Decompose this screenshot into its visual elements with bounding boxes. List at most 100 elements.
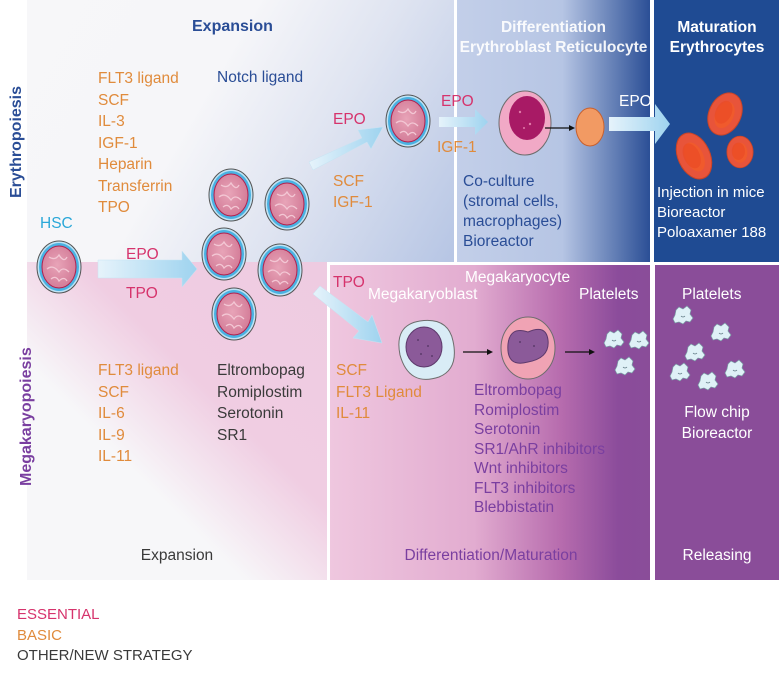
factor: IL-9 bbox=[98, 426, 125, 444]
maturation-heading: Maturation Erythrocytes bbox=[655, 18, 779, 58]
factor: FLT3 ligand bbox=[98, 362, 179, 379]
factor: SCF bbox=[333, 173, 364, 190]
mega-expansion-panel bbox=[27, 262, 327, 580]
mat-arrow-label-epo: EPO bbox=[619, 93, 652, 110]
differentiation-heading: Differentiation Erythroblast Reticulocyt… bbox=[455, 18, 652, 58]
mk-expansion-other-factors: Eltrombopag Romiplostim Serotonin SR1 bbox=[217, 360, 305, 446]
platelet bbox=[669, 362, 691, 382]
factor: IL-11 bbox=[336, 405, 371, 422]
diff-arrow-label-epo: EPO bbox=[441, 93, 474, 110]
ery-arrow-label-epo: EPO bbox=[333, 111, 366, 128]
mega-differentiation-panel bbox=[330, 265, 650, 580]
small-arrow bbox=[565, 349, 595, 355]
mk-diff-other-factors: Eltrombopag Romiplostim Serotonin SR1/Ah… bbox=[474, 381, 605, 518]
factor: Romiplostim bbox=[474, 401, 560, 419]
method: Bioreactor bbox=[681, 425, 753, 442]
ery-diff-methods: Co-culture (stromal cells, macrophages) … bbox=[463, 172, 562, 252]
legend: ESSENTIAL BASIC OTHER/NEW STRATEGY bbox=[17, 605, 193, 667]
divider bbox=[651, 0, 654, 580]
factor: Serotonin bbox=[474, 421, 541, 438]
factor: IL-11 bbox=[98, 448, 133, 465]
hsc-arrow-label-epo: EPO bbox=[126, 246, 159, 263]
platelet bbox=[684, 342, 706, 362]
divider bbox=[454, 0, 457, 262]
mk-arrow-label-tpo: TPO bbox=[333, 274, 365, 291]
factor: IL-3 bbox=[98, 113, 125, 130]
erythro-arrow bbox=[308, 126, 384, 171]
factor: Heparin bbox=[98, 156, 153, 173]
ery-mat-methods: Injection in mice Bioreactor Poloaxamer … bbox=[657, 183, 766, 243]
factor: SCF bbox=[336, 362, 367, 379]
platelet bbox=[697, 371, 719, 391]
factor: FLT3 Ligand bbox=[336, 383, 422, 401]
factor: SR1/AhR inhibitors bbox=[474, 440, 605, 458]
divider bbox=[327, 262, 330, 580]
mk-expansion-basic-factors: FLT3 ligand SCF IL-6 IL-9 IL-11 bbox=[98, 360, 179, 468]
method: Bioreactor bbox=[657, 204, 726, 221]
erythrocyte-cell bbox=[700, 86, 750, 142]
reticulocyte-cell bbox=[575, 107, 605, 147]
releasing-platelets-label: Platelets bbox=[682, 286, 742, 303]
method: Bioreactor bbox=[463, 233, 534, 250]
method: Flow chip bbox=[684, 404, 750, 421]
expanded-cell bbox=[211, 287, 257, 341]
hsc-arrow-label-tpo: TPO bbox=[126, 285, 158, 302]
expanded-cell bbox=[264, 177, 310, 231]
erythrocyte-cell bbox=[668, 126, 720, 186]
erythrocyte-cell bbox=[726, 135, 754, 169]
megakaryoblast-label: Megakaryoblast bbox=[368, 286, 478, 303]
mega-arrow bbox=[312, 285, 383, 344]
mk-diff-basic-factors: SCF FLT3 Ligand IL-11 bbox=[336, 360, 422, 425]
factor: Eltrombopag bbox=[217, 362, 305, 379]
releasing-footer: Releasing bbox=[682, 547, 752, 564]
method: (stromal cells, bbox=[463, 193, 559, 210]
factor: Romiplostim bbox=[217, 383, 303, 401]
notch-ligand: Notch ligand bbox=[217, 69, 304, 86]
factor: Wnt inhibitors bbox=[474, 460, 568, 477]
factor: IGF-1 bbox=[98, 134, 138, 152]
ery-basic-factors: SCF IGF-1 bbox=[333, 172, 373, 213]
megakaryocyte-cell bbox=[500, 316, 556, 380]
factor: TPO bbox=[98, 199, 130, 216]
diff-arrow-label-igf: IGF-1 bbox=[437, 139, 477, 156]
expanded-cell bbox=[208, 168, 254, 222]
maturation-subtitle: Erythrocytes bbox=[669, 39, 765, 56]
small-arrow bbox=[463, 349, 493, 355]
legend-essential: ESSENTIAL bbox=[17, 606, 100, 623]
factor: Transferrin bbox=[98, 177, 173, 195]
platelet bbox=[710, 322, 732, 342]
expansion-heading: Expansion bbox=[192, 18, 273, 35]
erythroblast-cell bbox=[498, 90, 552, 156]
small-arrow bbox=[545, 125, 575, 131]
hsc-cell bbox=[36, 240, 82, 294]
hsc-arrow bbox=[97, 250, 198, 288]
differentiation-title: Differentiation bbox=[500, 19, 607, 36]
method: Poloaxamer 188 bbox=[657, 224, 767, 241]
ery-expansion-basic-factors: FLT3 ligand SCF IL-3 IGF-1 Heparin Trans… bbox=[98, 68, 179, 219]
expansion-footer: Expansion bbox=[140, 547, 214, 564]
platelet bbox=[672, 305, 694, 325]
method: Injection in mice bbox=[657, 184, 765, 201]
platelet bbox=[614, 356, 636, 376]
diff-arrow bbox=[439, 109, 488, 135]
expanded-cell bbox=[257, 243, 303, 297]
factor: FLT3 ligand bbox=[98, 70, 179, 87]
platelet bbox=[603, 329, 625, 349]
mat-arrow bbox=[609, 104, 670, 144]
legend-basic: BASIC bbox=[17, 626, 63, 644]
differentiation-footer: Differentiation/Maturation bbox=[404, 547, 578, 564]
method: Co-culture bbox=[463, 173, 535, 190]
erythroid-progenitor-cell bbox=[385, 94, 431, 148]
factor: Eltrombopag bbox=[474, 382, 562, 399]
factor: Serotonin bbox=[217, 405, 284, 422]
mk-release-methods: Flow chip Bioreactor bbox=[655, 402, 779, 444]
factor: FLT3 inhibitors bbox=[474, 479, 576, 497]
legend-other: OTHER/NEW STRATEGY bbox=[17, 647, 193, 664]
factor: IL-6 bbox=[98, 405, 125, 422]
factor: Blebbistatin bbox=[474, 499, 555, 516]
factor: SCF bbox=[98, 91, 129, 109]
factor: IGF-1 bbox=[333, 193, 373, 211]
expanded-cell bbox=[201, 227, 247, 281]
divider bbox=[327, 262, 779, 265]
platelet bbox=[724, 359, 746, 379]
